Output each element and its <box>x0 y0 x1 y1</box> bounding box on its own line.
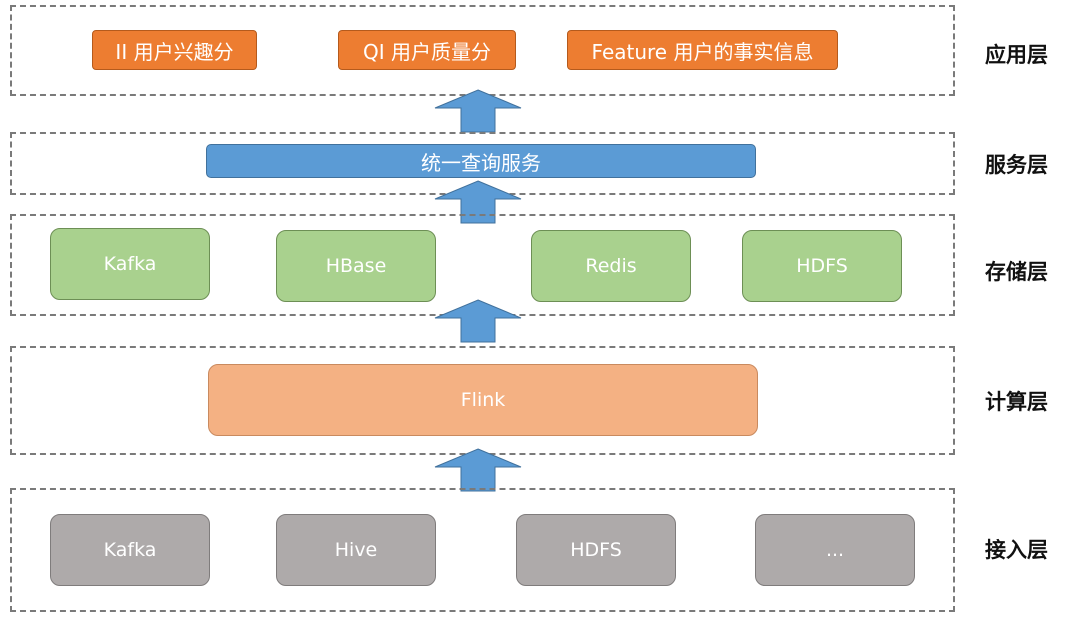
app-item-feature-facts: Feature 用户的事实信息 <box>567 30 838 70</box>
app-item-quality-score: QI 用户质量分 <box>338 30 516 70</box>
unified-query-service: 统一查询服务 <box>206 144 756 178</box>
storage-item-hdfs: HDFS <box>742 230 902 302</box>
ingest-layer-label: 接入层 <box>985 538 1048 562</box>
ingest-item-more: ... <box>755 514 915 586</box>
ingest-item-hive: Hive <box>276 514 436 586</box>
storage-item-kafka: Kafka <box>50 228 210 300</box>
compute-layer-label: 计算层 <box>985 390 1048 414</box>
app-item-interest-score: II 用户兴趣分 <box>92 30 257 70</box>
up-arrow-icon <box>434 89 522 133</box>
compute-item-flink: Flink <box>208 364 758 436</box>
storage-layer-label: 存储层 <box>985 260 1048 284</box>
ingest-item-kafka: Kafka <box>50 514 210 586</box>
storage-item-hbase: HBase <box>276 230 436 302</box>
storage-item-redis: Redis <box>531 230 691 302</box>
app-layer-label: 应用层 <box>985 43 1048 67</box>
up-arrow-icon <box>434 299 522 343</box>
ingest-layer <box>10 488 955 612</box>
service-layer-label: 服务层 <box>985 153 1048 177</box>
up-arrow-icon <box>434 448 522 492</box>
ingest-item-hdfs: HDFS <box>516 514 676 586</box>
up-arrow-icon <box>434 180 522 224</box>
